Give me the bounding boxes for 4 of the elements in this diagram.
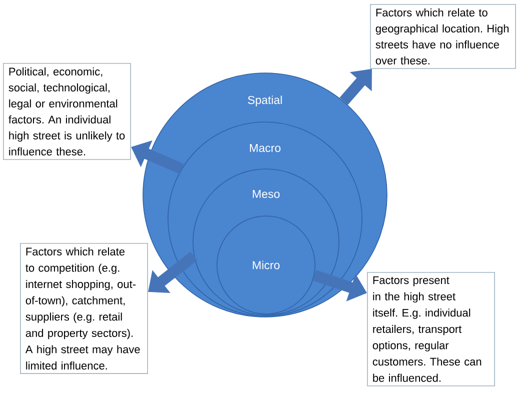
- text-box: Factors which relate to competition (e.g. internet shopping, out-of-town), catchment, suppliers (e.g. retail and property sectors). A high street may have limited influence.: [20, 243, 148, 374]
- text-box: Factors which relate to geographical location. High streets have no influence over these.: [370, 4, 516, 69]
- text-box: Factors present in the high street itself. E.g. individual retailers, transport options, regular customers. These can be influenced.: [367, 272, 495, 386]
- text-box: Political, economic, social, technological, legal or environmental factors. An individual high street is unlikely to influence these.: [3, 63, 131, 160]
